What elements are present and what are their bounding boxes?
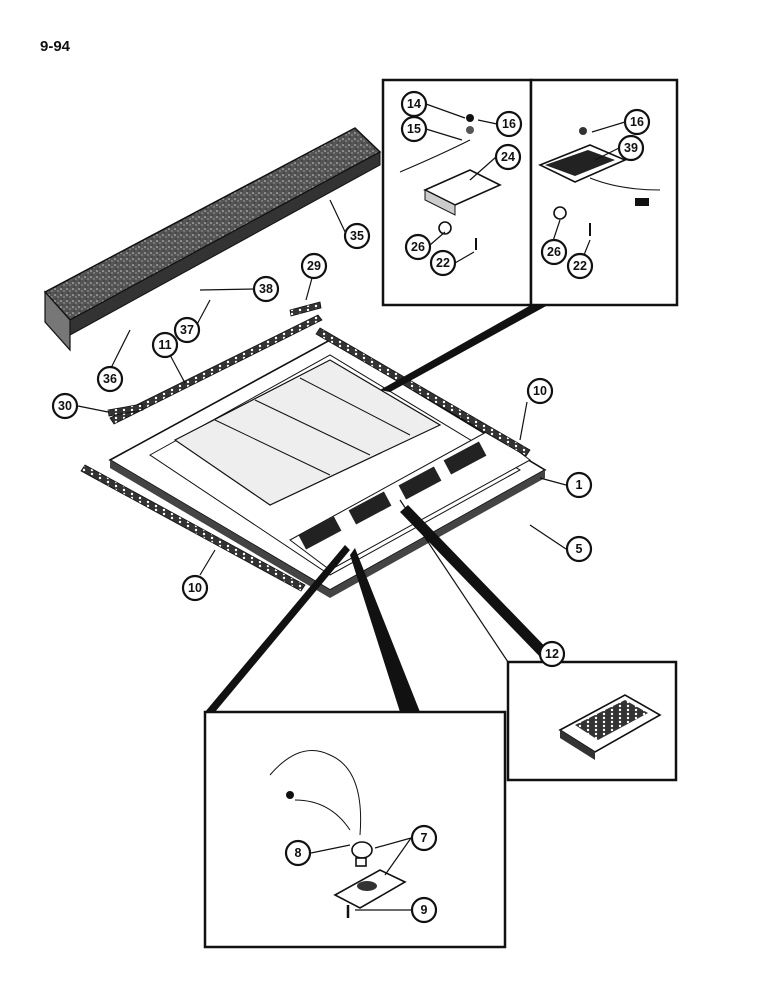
headliner-panel — [108, 339, 547, 598]
callout-5: 5 — [565, 535, 593, 563]
svg-text:7: 7 — [421, 831, 428, 845]
insulation-pad — [43, 127, 382, 352]
callout-26: 26 — [404, 233, 432, 261]
callout-37: 37 — [173, 316, 201, 344]
inset-lamp-assembly-39 — [529, 78, 679, 307]
callout-7: 7 — [410, 824, 438, 852]
svg-text:36: 36 — [103, 372, 117, 386]
callout-11: 11 — [151, 331, 179, 359]
inset-fuse-block-12 — [399, 499, 678, 782]
svg-text:35: 35 — [350, 229, 364, 243]
svg-text:22: 22 — [436, 256, 450, 270]
svg-text:9: 9 — [421, 903, 428, 917]
leader-wedge — [380, 305, 548, 392]
svg-text:14: 14 — [407, 97, 421, 111]
callout-24: 24 — [494, 143, 522, 171]
callout-29: 29 — [300, 252, 328, 280]
callout-16: 16 — [623, 108, 651, 136]
callout-1: 1 — [565, 471, 593, 499]
svg-text:22: 22 — [573, 259, 587, 273]
callout-10-left: 10 — [181, 574, 209, 602]
svg-text:16: 16 — [502, 117, 516, 131]
svg-text:30: 30 — [58, 399, 72, 413]
svg-text:39: 39 — [624, 141, 638, 155]
svg-text:1: 1 — [576, 478, 583, 492]
callout-10-right: 10 — [526, 377, 554, 405]
inset-lamp-assembly-24 — [381, 78, 533, 307]
svg-text:5: 5 — [576, 542, 583, 556]
svg-text:24: 24 — [501, 150, 515, 164]
callout-9: 9 — [410, 896, 438, 924]
callout-14: 14 — [400, 90, 428, 118]
callout-leaders — [77, 103, 626, 911]
callout-22: 22 — [566, 252, 594, 280]
callout-15: 15 — [400, 115, 428, 143]
callout-35: 35 — [343, 222, 371, 250]
callout-38: 38 — [252, 275, 280, 303]
svg-text:38: 38 — [259, 282, 273, 296]
callout-8: 8 — [284, 839, 312, 867]
svg-text:8: 8 — [295, 846, 302, 860]
callout-26: 26 — [540, 238, 568, 266]
svg-text:26: 26 — [547, 245, 561, 259]
page-number: 9-94 — [40, 38, 71, 55]
svg-text:26: 26 — [411, 240, 425, 254]
svg-text:29: 29 — [307, 259, 321, 273]
callout-22: 22 — [429, 249, 457, 277]
svg-text:11: 11 — [158, 338, 171, 352]
callout-39: 39 — [617, 134, 645, 162]
svg-text:12: 12 — [545, 647, 559, 661]
callout-30: 30 — [51, 392, 79, 420]
svg-text:15: 15 — [407, 122, 421, 136]
svg-text:37: 37 — [180, 323, 194, 337]
callout-16: 16 — [495, 110, 523, 138]
svg-text:10: 10 — [188, 581, 202, 595]
callout-36: 36 — [96, 365, 124, 393]
svg-text:10: 10 — [533, 384, 547, 398]
svg-text:16: 16 — [630, 115, 644, 129]
inset-dome-light-7 — [203, 545, 507, 949]
trim-strips — [80, 301, 531, 592]
callout-12: 12 — [538, 640, 566, 668]
